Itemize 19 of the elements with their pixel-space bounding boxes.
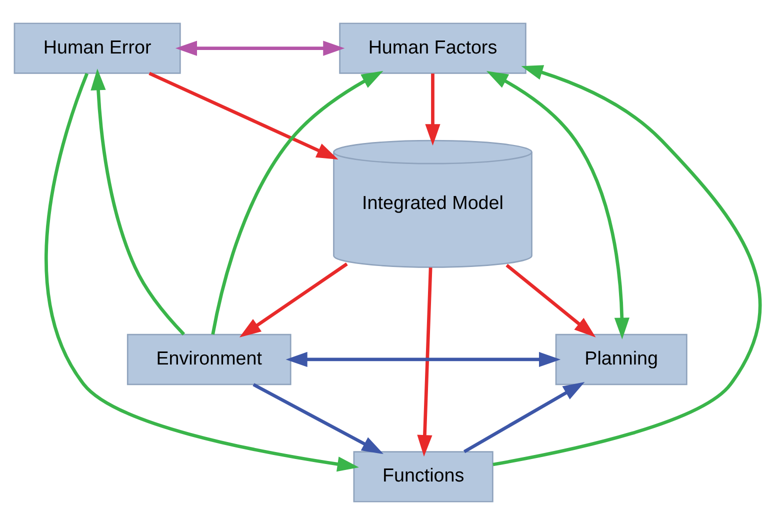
node-box: Planning (554, 334, 687, 386)
arrow (285, 352, 560, 368)
arrow (44, 72, 358, 472)
node-box: Human Factors (338, 22, 526, 74)
node-box: Human Error (13, 22, 180, 74)
arrow (486, 70, 629, 340)
arrow (148, 72, 338, 160)
arrow (416, 267, 432, 457)
node-box: Functions (352, 451, 493, 502)
arrow (424, 74, 440, 146)
arrow (174, 40, 344, 56)
node-box: Environment (126, 334, 291, 386)
arrow (462, 382, 584, 454)
arrow (90, 68, 185, 336)
arrow (252, 383, 383, 454)
arrow (492, 65, 761, 466)
arrow (238, 262, 348, 338)
arrow (505, 264, 596, 338)
arrow (210, 70, 383, 335)
